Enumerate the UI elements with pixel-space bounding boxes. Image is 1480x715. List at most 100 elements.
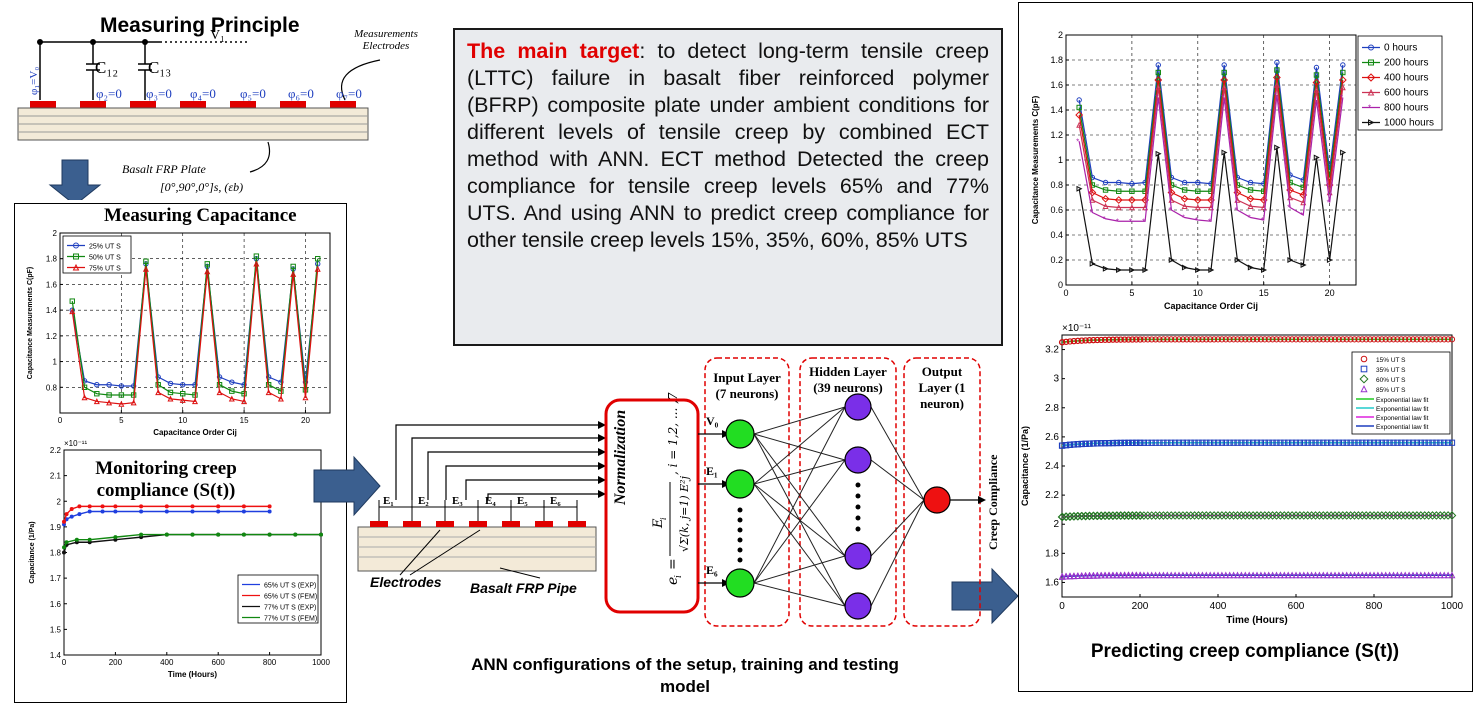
electrode-label-e5: E₅ (517, 495, 528, 507)
data-point (1390, 336, 1397, 343)
data-point (1082, 440, 1089, 447)
output-node (923, 486, 986, 514)
data-point (1260, 511, 1270, 520)
data-point (1361, 511, 1371, 520)
data-point (1295, 511, 1305, 520)
data-point (1377, 511, 1387, 520)
data-point (113, 535, 118, 540)
data-point (118, 392, 125, 398)
data-point (1274, 67, 1280, 73)
data-point (1221, 511, 1231, 520)
data-point (1159, 571, 1167, 579)
data-point (241, 509, 246, 514)
data-point (1194, 511, 1203, 520)
data-point (1355, 336, 1362, 343)
data-point (1289, 439, 1296, 446)
data-point (1077, 511, 1087, 521)
y-tick-label: 0.4 (1050, 230, 1063, 240)
data-point: * (1248, 214, 1251, 223)
y-tick-label: 1 (1058, 155, 1063, 165)
right-panel (1018, 2, 1473, 692)
data-point (1409, 571, 1417, 579)
data-point (1230, 336, 1237, 343)
electrode-label-e3: E₃ (452, 495, 463, 507)
data-point (1247, 179, 1254, 186)
data-point (1178, 511, 1188, 520)
data-point (253, 253, 260, 259)
data-point (241, 504, 246, 509)
x-tick-label: 10 (178, 416, 187, 425)
data-point (1253, 336, 1261, 343)
data-point (1152, 439, 1159, 446)
data-point (106, 382, 112, 388)
data-point (1355, 439, 1362, 446)
data-point (1381, 511, 1391, 520)
data-point (1078, 337, 1085, 344)
y-tick-label: 1.2 (1050, 130, 1063, 140)
data-point (1370, 439, 1378, 446)
data-point (1082, 337, 1089, 344)
data-point (1397, 571, 1405, 579)
data-point (1164, 336, 1171, 343)
data-point (1062, 572, 1070, 580)
data-point (1288, 571, 1296, 579)
y-tick-label: 1.6 (46, 280, 58, 289)
y-multiplier: ×10⁻¹¹ (1062, 323, 1092, 334)
data-point (1081, 511, 1091, 521)
data-point (1194, 204, 1201, 211)
data-point (191, 398, 199, 405)
data-point (1264, 511, 1274, 520)
data-point (1265, 336, 1272, 343)
data-point (1121, 439, 1128, 447)
data-point (1378, 336, 1385, 343)
data-point (1261, 571, 1269, 579)
legend-entry: Exponential law fit (1376, 397, 1429, 404)
data-point (1190, 511, 1199, 520)
data-point (1385, 511, 1394, 520)
data-point (1065, 512, 1075, 521)
data-point (1350, 511, 1359, 520)
data-point (1086, 337, 1093, 344)
data-point (1378, 439, 1385, 446)
data-point (1404, 511, 1414, 520)
data-point (1102, 265, 1109, 272)
data-point (1340, 149, 1347, 156)
data-point: * (1300, 211, 1303, 220)
data-point (1116, 266, 1123, 274)
data-point (1201, 511, 1211, 520)
data-point: * (1221, 94, 1224, 103)
data-point (1250, 336, 1257, 343)
data-point (1253, 439, 1261, 446)
data-point (216, 389, 223, 396)
data-point (167, 389, 174, 396)
data-point (1121, 571, 1129, 579)
y-tick-label: 1.8 (1050, 55, 1063, 65)
principle-title: Measuring Principle (100, 14, 300, 37)
data-point (1389, 511, 1398, 520)
data-point (1246, 194, 1255, 203)
data-point (1076, 185, 1083, 192)
data-point (1183, 439, 1190, 446)
data-point (1067, 338, 1074, 345)
data-point (139, 504, 144, 509)
data-point (1061, 512, 1071, 522)
svg-text:i: i (674, 575, 684, 578)
data-point (1088, 188, 1097, 197)
data-point (1421, 439, 1428, 446)
data-point (1441, 336, 1448, 343)
data-point (1207, 336, 1214, 343)
data-point (1164, 439, 1171, 446)
svg-text:√Σ(k, j=1) E²j: √Σ(k, j=1) E²j (678, 475, 691, 552)
data-point (1094, 440, 1101, 447)
y-tick-label: 2.4 (1045, 461, 1059, 472)
data-point (1070, 572, 1078, 580)
data-point (241, 398, 248, 405)
data-point (228, 395, 235, 402)
data-point (1187, 439, 1194, 446)
data-point (1413, 336, 1421, 343)
data-point (1331, 336, 1339, 343)
data-point (1128, 196, 1136, 204)
data-point (1203, 336, 1210, 343)
data-point (1393, 511, 1402, 520)
